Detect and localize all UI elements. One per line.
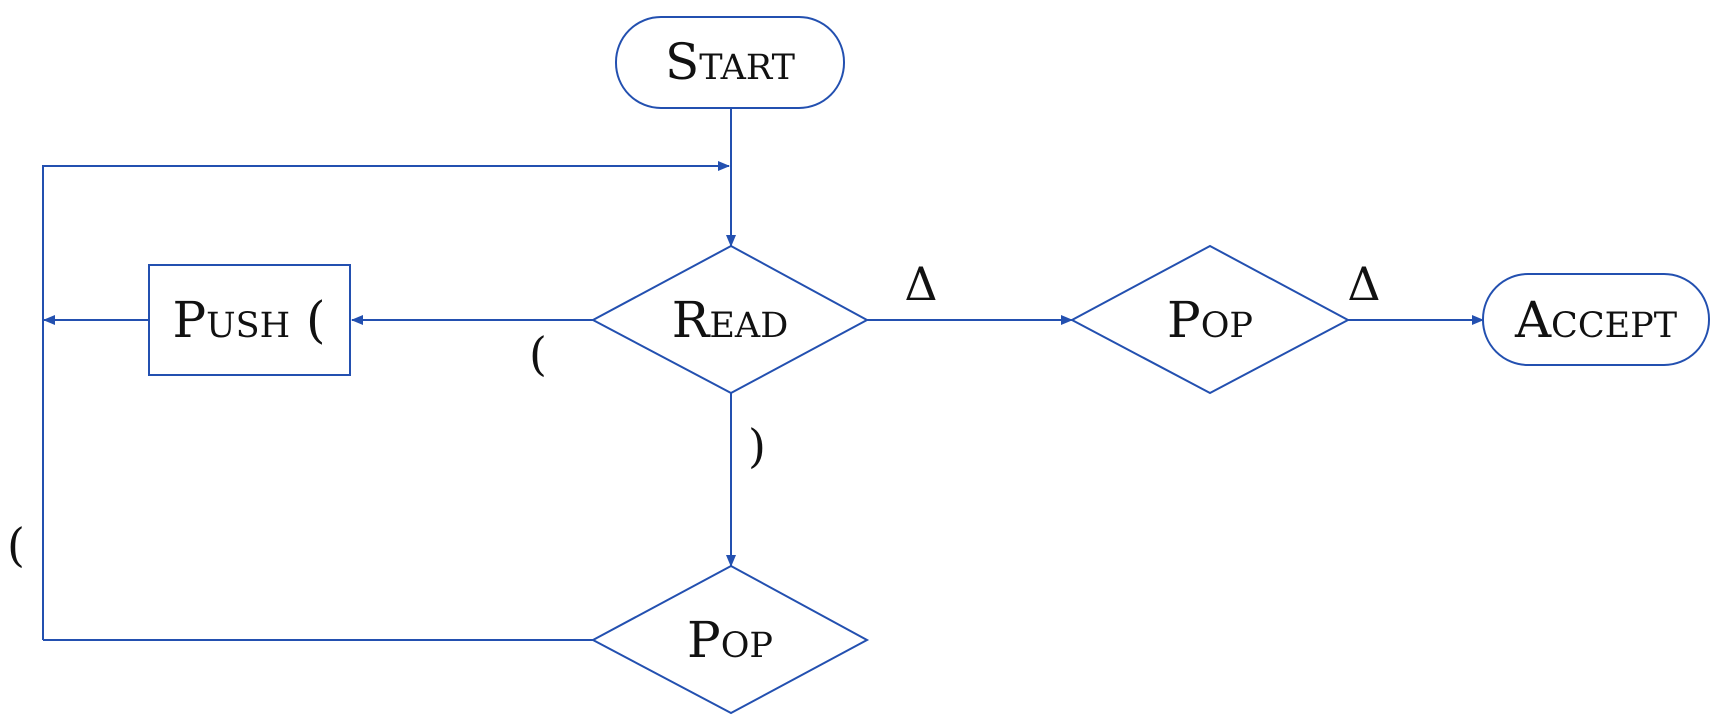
accept-label: Accept [1514,291,1677,349]
pop-right-decision: Pop [1069,244,1351,395]
start-node: Start [615,16,845,109]
pop-bottom-decision: Pop [590,564,870,715]
edge-loop-back-to-read [42,161,730,640]
read-decision: Read [590,244,870,395]
read-label: Read [672,291,789,349]
pop-bottom-label: Pop [687,611,773,669]
push-process: Push ( [148,264,351,376]
accept-node: Accept [1482,273,1710,366]
push-label: Push ( [172,291,325,349]
edge-label-read-to-pop-right: Δ [904,257,937,311]
pop-right-label: Pop [1167,291,1253,349]
edge-label-read-to-pop-bottom: ) [748,419,766,473]
edge-label-pop-right-to-accept: Δ [1347,257,1380,311]
start-label: Start [665,33,795,91]
edge-label-read-to-push: ( [529,327,547,381]
edge-label-pop-bottom-loop: ( [7,518,25,572]
